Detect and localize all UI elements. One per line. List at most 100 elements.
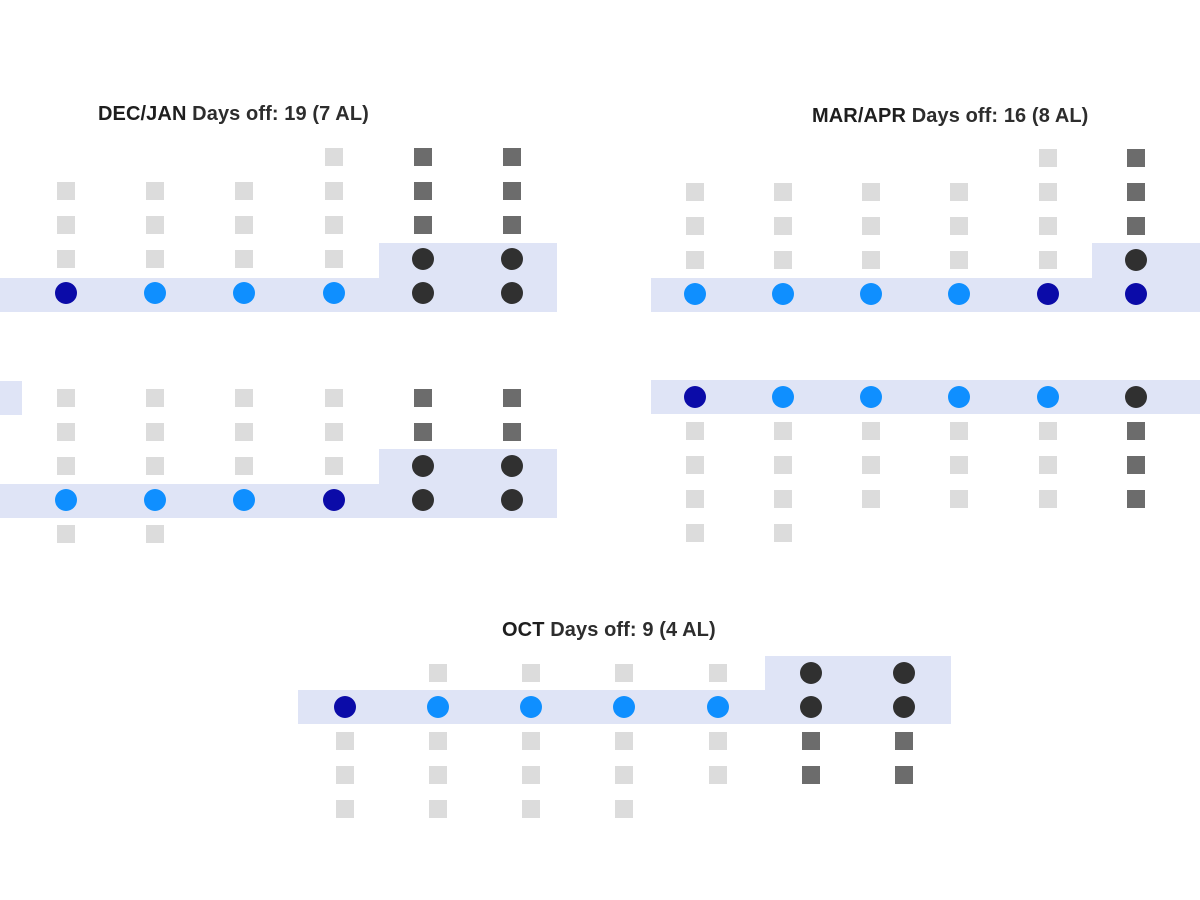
workday-marker: [1039, 456, 1057, 474]
weekend-marker: [1127, 217, 1145, 235]
bank-holiday-dot: [1037, 283, 1059, 305]
bank-holiday-dot: [684, 386, 706, 408]
weekend-marker: [802, 766, 820, 784]
workday-marker: [57, 182, 75, 200]
workday-marker: [146, 525, 164, 543]
workday-marker: [615, 766, 633, 784]
workday-marker: [686, 524, 704, 542]
weekend-marker: [895, 732, 913, 750]
workday-marker: [1039, 217, 1057, 235]
annual-leave-dot: [144, 489, 166, 511]
weekend-off-dot: [1125, 386, 1147, 408]
weekend-marker: [503, 148, 521, 166]
workday-marker: [686, 217, 704, 235]
workday-marker: [615, 664, 633, 682]
workday-marker: [325, 389, 343, 407]
workday-marker: [774, 490, 792, 508]
workday-marker: [325, 216, 343, 234]
weekend-marker: [503, 423, 521, 441]
annual-leave-dot: [233, 489, 255, 511]
workday-marker: [429, 800, 447, 818]
weekend-off-dot: [501, 282, 523, 304]
highlight-band: [0, 484, 557, 518]
workday-marker: [774, 251, 792, 269]
days-off-text: Days off: 9 (4 AL): [550, 619, 716, 641]
annual-leave-dot: [860, 283, 882, 305]
highlight-band: [0, 381, 22, 415]
days-off-text: Days off: 19 (7 AL): [192, 103, 369, 125]
workday-marker: [429, 732, 447, 750]
block-title-mar-apr: MAR/APR Days off: 16 (8 AL): [812, 105, 1088, 128]
weekend-off-dot: [893, 696, 915, 718]
workday-marker: [146, 216, 164, 234]
workday-marker: [146, 182, 164, 200]
workday-marker: [146, 423, 164, 441]
bank-holiday-dot: [334, 696, 356, 718]
annual-leave-dot: [144, 282, 166, 304]
block-label: MAR/APR: [812, 105, 907, 127]
workday-marker: [146, 389, 164, 407]
workday-marker: [686, 490, 704, 508]
weekend-off-dot: [412, 282, 434, 304]
weekend-marker: [1127, 490, 1145, 508]
workday-marker: [774, 456, 792, 474]
workday-marker: [1039, 251, 1057, 269]
workday-marker: [709, 664, 727, 682]
workday-marker: [336, 800, 354, 818]
workday-marker: [774, 217, 792, 235]
workday-marker: [862, 183, 880, 201]
workday-marker: [950, 422, 968, 440]
workday-marker: [325, 250, 343, 268]
workday-marker: [709, 732, 727, 750]
workday-marker: [522, 664, 540, 682]
annual-leave-dot: [948, 283, 970, 305]
weekend-marker: [1127, 422, 1145, 440]
workday-marker: [1039, 490, 1057, 508]
workday-marker: [950, 217, 968, 235]
weekend-marker: [503, 182, 521, 200]
workday-marker: [862, 456, 880, 474]
annual-leave-dot: [772, 283, 794, 305]
weekend-marker: [414, 216, 432, 234]
workday-marker: [950, 456, 968, 474]
workday-marker: [325, 182, 343, 200]
annual-leave-dot: [427, 696, 449, 718]
workday-marker: [774, 422, 792, 440]
annual-leave-dot: [520, 696, 542, 718]
bank-holiday-dot: [55, 282, 77, 304]
workday-marker: [686, 183, 704, 201]
workday-marker: [686, 422, 704, 440]
weekend-marker: [1127, 183, 1145, 201]
weekend-marker: [414, 389, 432, 407]
block-title-dec-jan: DEC/JAN Days off: 19 (7 AL): [98, 103, 369, 126]
weekend-off-dot: [412, 248, 434, 270]
annual-leave-dot: [860, 386, 882, 408]
annual-leave-dot: [1037, 386, 1059, 408]
block-label: DEC/JAN: [98, 103, 187, 125]
workday-marker: [235, 250, 253, 268]
annual-leave-dot: [233, 282, 255, 304]
workday-marker: [1039, 422, 1057, 440]
annual-leave-dot: [55, 489, 77, 511]
weekend-marker: [802, 732, 820, 750]
annual-leave-dot: [613, 696, 635, 718]
weekend-marker: [414, 182, 432, 200]
workday-marker: [774, 183, 792, 201]
weekend-off-dot: [800, 696, 822, 718]
bank-holiday-dot: [1125, 283, 1147, 305]
workday-marker: [57, 250, 75, 268]
bank-holiday-dot: [323, 489, 345, 511]
highlight-band: [651, 380, 1200, 414]
weekend-off-dot: [893, 662, 915, 684]
annual-leave-dot: [707, 696, 729, 718]
workday-marker: [950, 251, 968, 269]
workday-marker: [862, 251, 880, 269]
workday-marker: [686, 456, 704, 474]
workday-marker: [950, 183, 968, 201]
workday-marker: [1039, 149, 1057, 167]
workday-marker: [686, 251, 704, 269]
weekend-marker: [503, 216, 521, 234]
weekend-off-dot: [412, 489, 434, 511]
workday-marker: [429, 766, 447, 784]
weekend-marker: [895, 766, 913, 784]
